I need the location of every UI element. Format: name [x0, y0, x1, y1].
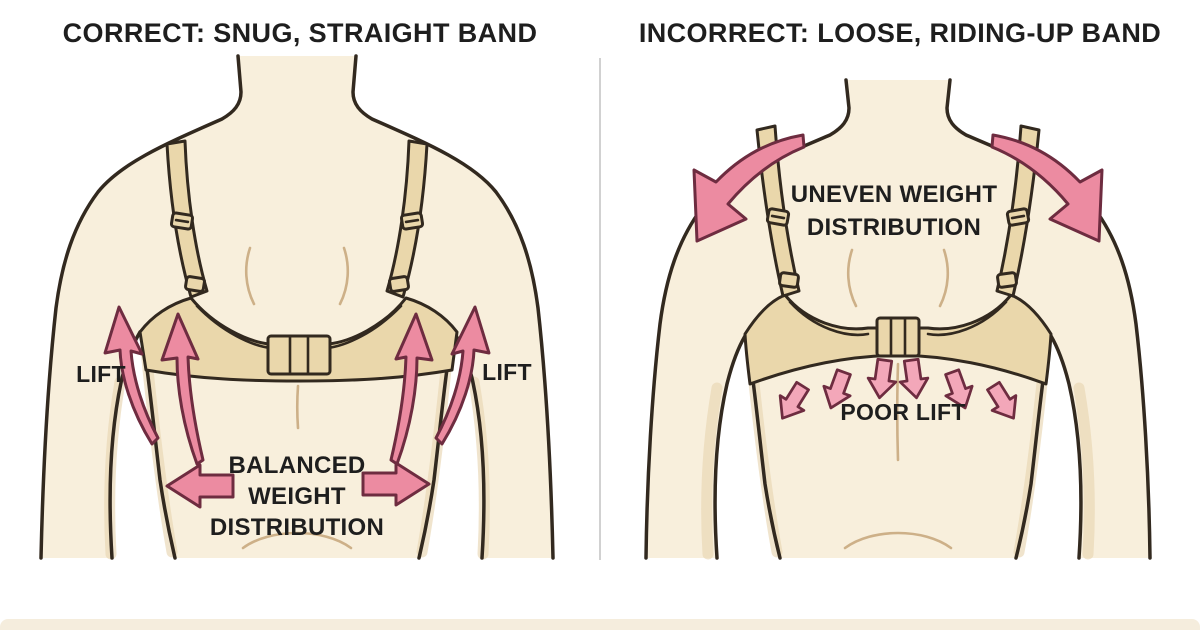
bra-cup-seam — [195, 304, 403, 350]
right-arrow-icon — [361, 461, 431, 507]
lift-arrow-icon — [389, 312, 434, 466]
spine-line — [295, 384, 300, 430]
poor-lift-label: POOR LIFT — [840, 399, 966, 425]
lift-label-right: LIFT — [482, 359, 532, 385]
strap-slider-icon — [388, 275, 410, 293]
strap-adjuster-icon — [1005, 207, 1031, 227]
curved-down-arrow-icon — [990, 133, 1104, 243]
lift-label-left: LIFT — [76, 361, 126, 387]
panel-title-correct: CORRECT: SNUG, STRAIGHT BAND — [62, 18, 538, 48]
strap-adjuster-icon — [399, 211, 425, 231]
lower-back-crease — [843, 531, 953, 550]
bra-straight-band — [138, 139, 459, 383]
uneven-weight-label: UNEVEN WEIGHT DISTRIBUTION — [790, 181, 998, 241]
bra-cup-seam — [788, 300, 1008, 337]
shoulder-blade-lines — [846, 248, 950, 308]
spine-line — [895, 362, 900, 462]
lift-arrow-icon — [103, 305, 160, 446]
shoulder-blade-lines — [244, 246, 350, 306]
curved-down-arrow-icon — [692, 133, 806, 243]
strap-adjuster-icon — [765, 207, 791, 227]
lift-arrow-icon — [434, 305, 491, 446]
bottom-strip — [0, 619, 1200, 630]
left-arrow-icon — [165, 463, 235, 509]
figure-correct-fit — [39, 54, 555, 560]
balanced-weight-label: BALANCED WEIGHT DISTRIBUTION — [209, 452, 385, 541]
figure-incorrect-fit — [644, 78, 1152, 560]
strap-slider-icon — [184, 275, 206, 293]
panel-title-incorrect: INCORRECT: LOOSE, RIDING-UP BAND — [638, 18, 1162, 48]
panel-divider — [599, 58, 601, 560]
strap-slider-icon — [996, 271, 1018, 289]
lift-arrow-icon — [160, 312, 205, 466]
band-clasp — [875, 316, 921, 358]
balanced-weight-arrows — [165, 461, 431, 509]
lift-arrows — [103, 305, 491, 466]
strap-adjuster-icon — [169, 211, 195, 231]
strap-slider-icon — [778, 271, 800, 289]
lower-back-crease — [241, 531, 353, 550]
band-clasp — [266, 334, 332, 376]
uneven-weight-arrows — [692, 133, 1104, 243]
